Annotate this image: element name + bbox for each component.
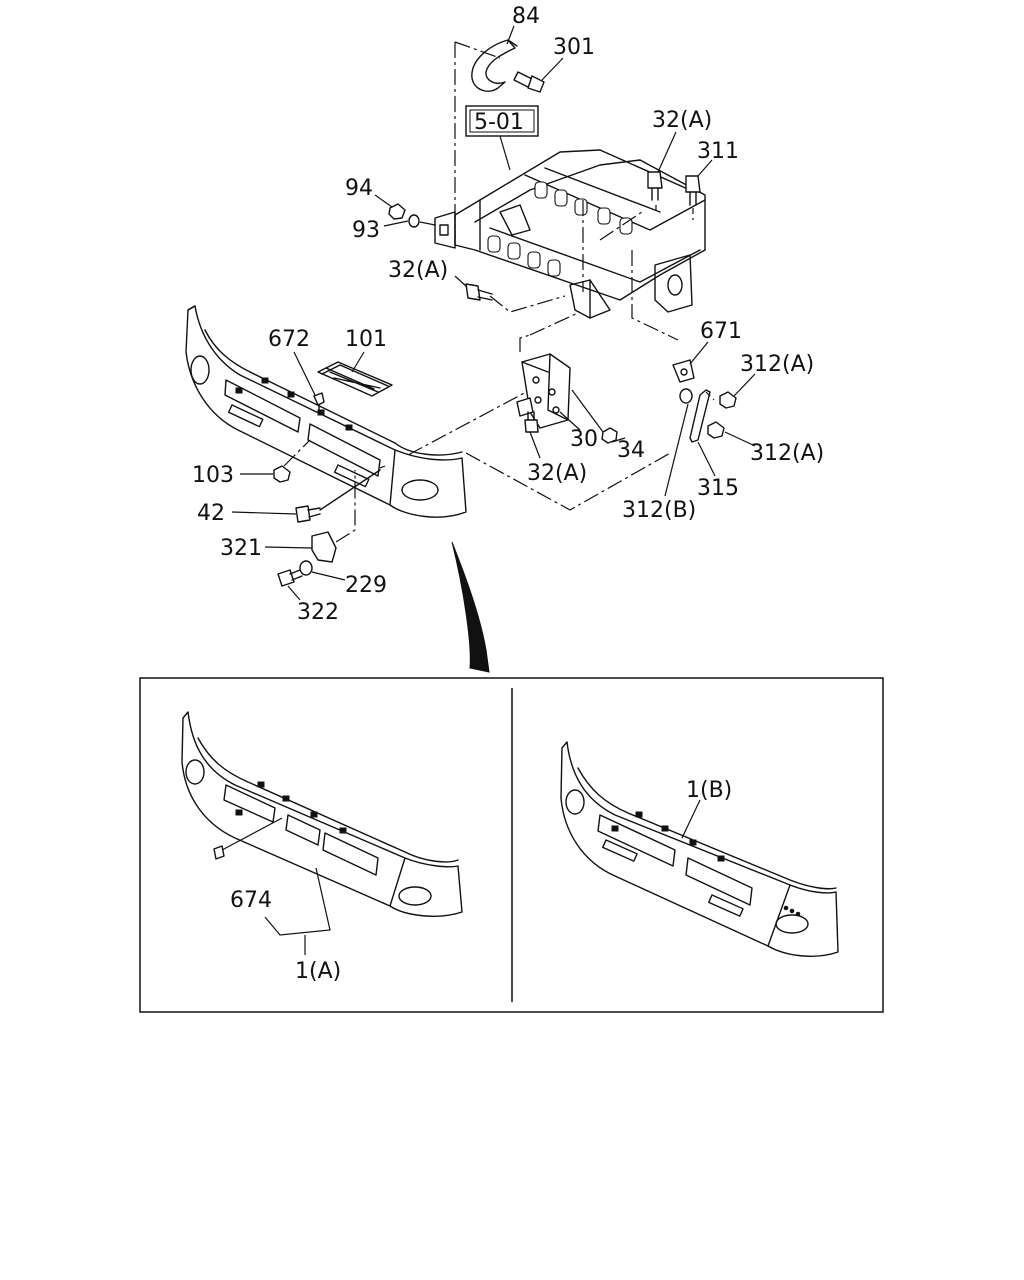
bolt-322 (277, 569, 303, 587)
nut-34 (601, 427, 618, 444)
callout-322: 322 (297, 600, 339, 625)
reference-box-label: 5-01 (474, 110, 524, 135)
callout-94: 94 (345, 176, 373, 201)
frame-holes (487, 181, 633, 277)
callout-229: 229 (345, 573, 387, 598)
nut-94 (388, 203, 406, 220)
bracket-671 (672, 359, 695, 383)
view-arrow (451, 541, 490, 673)
callout-101: 101 (345, 327, 387, 352)
callout-315: 315 (697, 476, 739, 501)
nut-312a-lower (707, 421, 725, 439)
callout-1a: 1(A) (295, 959, 341, 984)
callout-42: 42 (197, 501, 225, 526)
callout-30: 30 (570, 427, 598, 452)
bumper-variant-a (181, 711, 463, 917)
step-plate (317, 361, 393, 397)
callout-103: 103 (192, 463, 234, 488)
nut-312a-upper (719, 391, 737, 409)
washer-93 (408, 214, 420, 228)
bolt-42 (295, 505, 321, 523)
callout-312b: 312(B) (622, 498, 696, 523)
reference-box: 5-01 (465, 105, 539, 171)
callout-301: 301 (553, 35, 595, 60)
callout-671: 671 (700, 319, 742, 344)
nut-103 (273, 465, 291, 483)
bracket-30 (516, 353, 571, 429)
bolt-311 (685, 175, 701, 206)
callout-311: 311 (697, 139, 739, 164)
callout-312a-lower: 312(A) (750, 441, 824, 466)
chassis-frame (434, 149, 706, 319)
callout-32a-bottom: 32(A) (527, 461, 587, 486)
clip-674 (213, 845, 225, 860)
callout-321: 321 (220, 536, 262, 561)
callout-312a-upper: 312(A) (740, 352, 814, 377)
washer-312b (679, 388, 693, 404)
callout-84: 84 (512, 4, 540, 29)
tow-hook (471, 39, 518, 92)
callout-672: 672 (268, 327, 310, 352)
callout-32a-top: 32(A) (652, 108, 712, 133)
front-bumper (185, 305, 467, 518)
plate-321 (311, 531, 337, 563)
callout-34: 34 (617, 438, 645, 463)
bolt-32a-left (465, 283, 493, 301)
bolt-32a-top (647, 171, 663, 201)
callout-674: 674 (230, 888, 272, 913)
bolt-32a-bottom (524, 411, 539, 433)
callout-93: 93 (352, 218, 380, 243)
callout-1b: 1(B) (686, 778, 732, 803)
stay-315 (689, 389, 711, 443)
bumper-variant-b (560, 741, 839, 957)
callout-32a-left: 32(A) (388, 258, 448, 283)
washer-229 (299, 560, 313, 576)
hook-bolt (513, 71, 545, 93)
variant-panel (139, 677, 884, 1013)
